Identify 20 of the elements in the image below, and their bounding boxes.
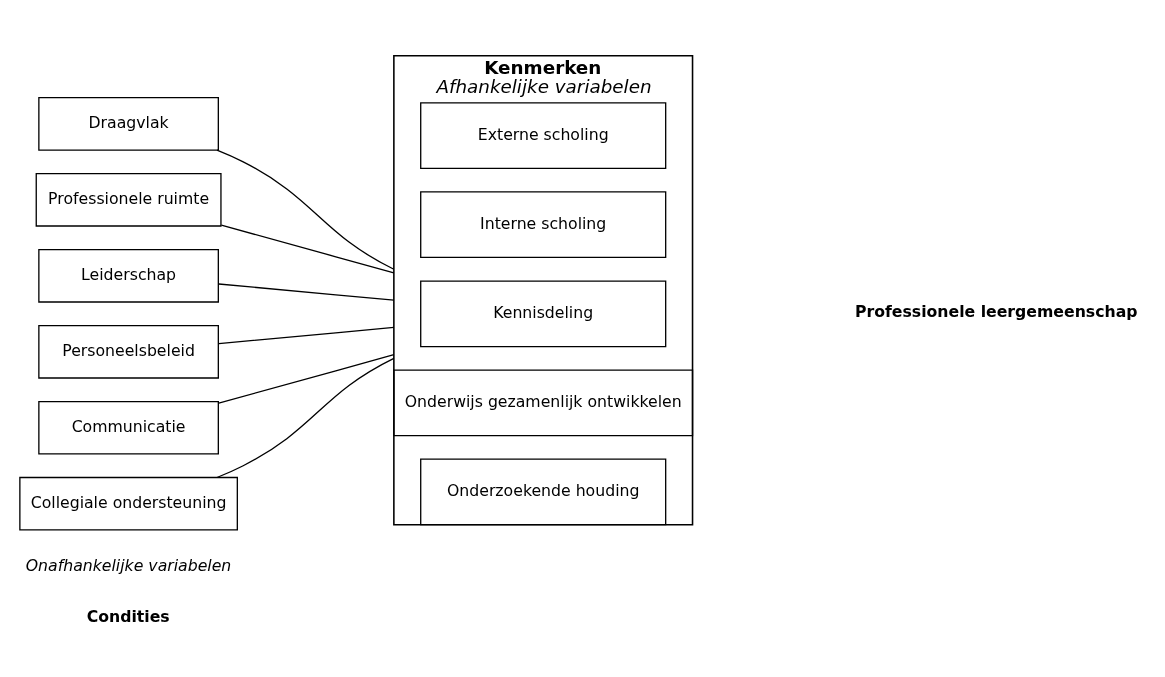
node-box: Interne scholing bbox=[420, 190, 667, 258]
node-box: Onderwijs gezamenlijk ontwikkelen bbox=[393, 368, 694, 436]
node-box: Onderzoekende houding bbox=[420, 458, 667, 525]
node-box: Draagvlak bbox=[38, 96, 219, 151]
node-box: Collegiale ondersteuning bbox=[19, 476, 238, 531]
node-box: Kennisdeling bbox=[420, 279, 667, 347]
label: Condities bbox=[86, 606, 170, 626]
connector bbox=[218, 326, 395, 344]
node-box: Personeelsbeleid bbox=[38, 324, 219, 379]
node-box: Communicatie bbox=[38, 400, 219, 455]
node-box: Professionele ruimte bbox=[35, 172, 222, 227]
connector bbox=[216, 357, 395, 478]
connector bbox=[218, 353, 395, 404]
label: Professionele leergemeenschap bbox=[854, 301, 1138, 321]
label: Onafhankelijke variabelen bbox=[25, 555, 232, 575]
connector bbox=[220, 223, 395, 273]
connector bbox=[216, 148, 395, 270]
node-box: Externe scholing bbox=[420, 101, 667, 169]
connector bbox=[218, 282, 395, 301]
node-box: Leiderschap bbox=[38, 248, 219, 303]
